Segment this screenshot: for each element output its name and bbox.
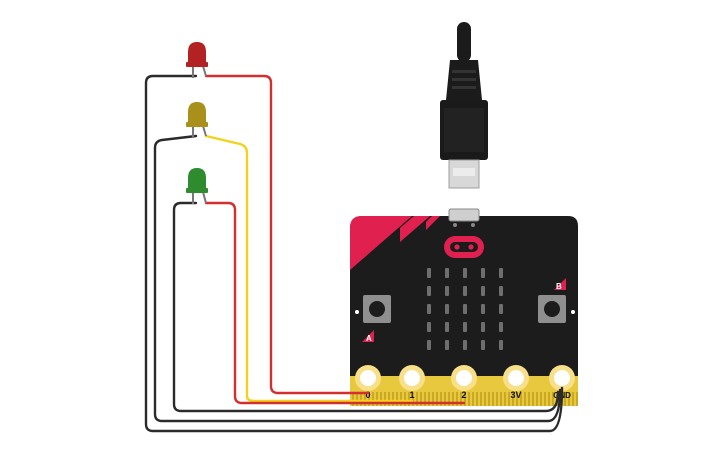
- matrix-led: [481, 304, 485, 314]
- matrix-led: [499, 340, 503, 350]
- matrix-led: [463, 304, 467, 314]
- matrix-led: [499, 286, 503, 296]
- button-b-label: B: [556, 282, 562, 291]
- matrix-led: [481, 286, 485, 296]
- red-led[interactable]: [186, 42, 208, 78]
- matrix-led: [481, 322, 485, 332]
- usb-port[interactable]: [448, 208, 480, 222]
- matrix-led: [445, 304, 449, 314]
- button-b[interactable]: B: [538, 278, 575, 323]
- microbit-board: A B 0 1 2 3: [350, 208, 578, 406]
- edge-connector-teeth: [352, 392, 578, 406]
- pin-2-label: 2: [461, 390, 466, 400]
- matrix-led: [427, 322, 431, 332]
- usb-cable[interactable]: [440, 22, 488, 189]
- matrix-led: [427, 304, 431, 314]
- ground-wire-green-led[interactable]: [172, 201, 560, 413]
- pin-1[interactable]: 1: [399, 365, 425, 400]
- wire-red-led-to-pin-0[interactable]: [204, 74, 370, 395]
- pin-3v[interactable]: 3V: [503, 365, 529, 400]
- ground-wire-yellow-led[interactable]: [153, 134, 562, 423]
- matrix-led: [445, 340, 449, 350]
- button-a-label: A: [366, 334, 372, 343]
- matrix-led: [499, 268, 503, 278]
- wire-green-led-to-pin-2[interactable]: [204, 201, 466, 405]
- matrix-led: [427, 340, 431, 350]
- pin-1-label: 1: [409, 390, 414, 400]
- pin-2[interactable]: 2: [451, 365, 477, 400]
- matrix-led: [463, 340, 467, 350]
- yellow-led[interactable]: [186, 102, 208, 138]
- matrix-led: [481, 340, 485, 350]
- matrix-led: [445, 322, 449, 332]
- matrix-led: [463, 268, 467, 278]
- matrix-led: [427, 268, 431, 278]
- matrix-led: [427, 286, 431, 296]
- matrix-led: [463, 322, 467, 332]
- button-a[interactable]: A: [355, 295, 391, 343]
- green-led[interactable]: [186, 168, 208, 204]
- led-matrix: [427, 268, 503, 350]
- pin-3v-label: 3V: [510, 390, 521, 400]
- matrix-led: [445, 286, 449, 296]
- microbit-logo-icon[interactable]: [444, 236, 484, 258]
- ground-wire-red-led[interactable]: [144, 74, 564, 433]
- pin-0-label: 0: [365, 390, 370, 400]
- matrix-led: [445, 268, 449, 278]
- matrix-led: [499, 304, 503, 314]
- matrix-led: [463, 286, 467, 296]
- matrix-led: [481, 268, 485, 278]
- matrix-led: [499, 322, 503, 332]
- wire-yellow-led-to-pin-1[interactable]: [204, 134, 414, 403]
- pin-0[interactable]: 0: [355, 365, 381, 400]
